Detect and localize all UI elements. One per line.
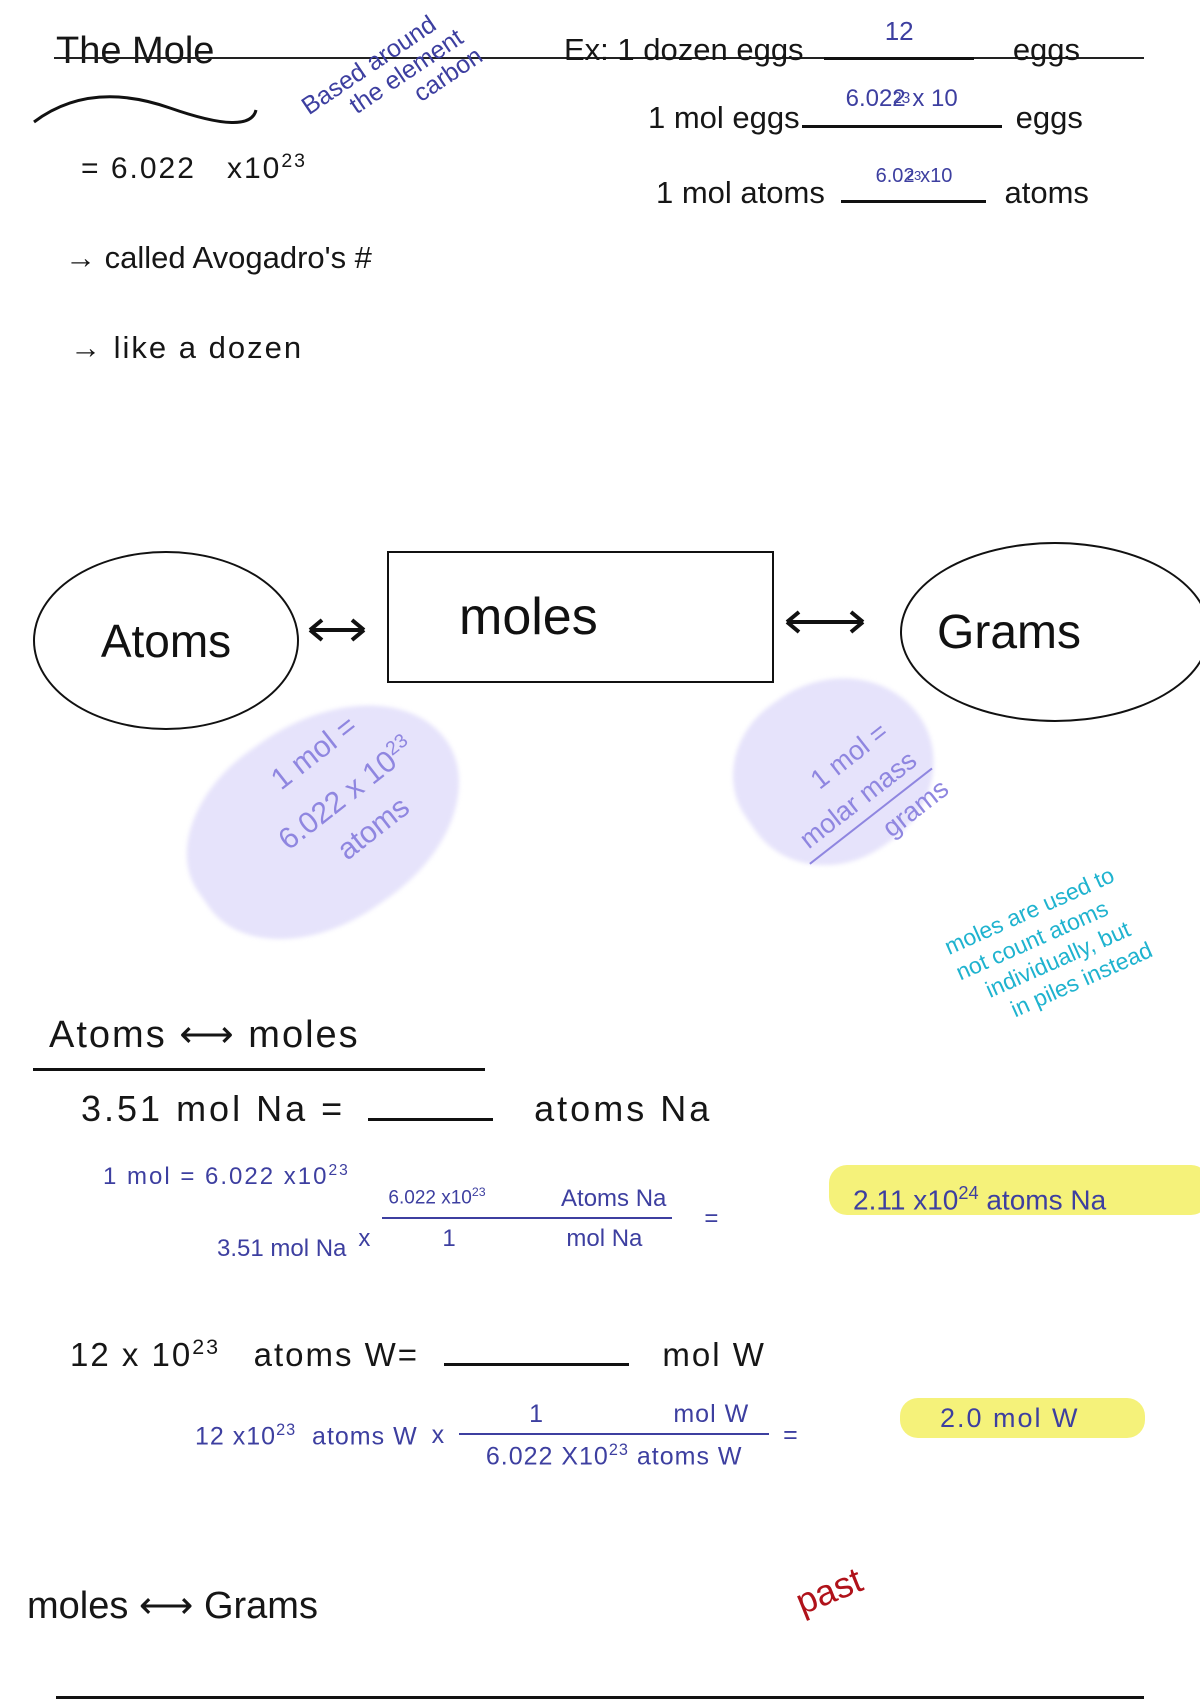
moles-box: moles (387, 551, 774, 683)
times-sign: x (358, 1225, 371, 1252)
problem-w: 12 x 1023 atoms W= mol W (70, 1335, 766, 1374)
example-left: Ex: 1 dozen eggs (564, 32, 804, 67)
given-relation: 1 mol = 6.022 x1023 (103, 1162, 350, 1191)
example-exponent: 23 (892, 90, 911, 107)
answer-na: 2.11 x1024 atoms Na (829, 1165, 1200, 1215)
avogadro-value: = 6.022 x1023 (81, 150, 307, 186)
equals-sign: = (783, 1421, 799, 1450)
atoms-label: Atoms (100, 614, 232, 667)
carbon-note: Based around the element carbon (258, 0, 488, 163)
bottom-rule (56, 1696, 1144, 1699)
answer-exponent: 24 (958, 1183, 979, 1203)
answer-w: 2.0 mol W (900, 1398, 1145, 1438)
tilde-mark (33, 95, 258, 124)
problem-exponent: 23 (192, 1335, 221, 1359)
example-exponent: 23 (906, 168, 922, 184)
double-arrow-icon (308, 618, 366, 642)
example-answer: 12 (884, 16, 914, 46)
answer-value: 2.11 x10 (853, 1184, 959, 1216)
problem-left: 12 x 10 (70, 1336, 193, 1373)
problem-left: 3.51 mol Na = (81, 1088, 346, 1129)
mantissa: = 6.022 (81, 152, 196, 185)
answer-unit: atoms Na (986, 1184, 1107, 1216)
grams-circle: Grams (900, 542, 1200, 722)
num-unit: Atoms Na (561, 1185, 667, 1212)
equals-sign: = (704, 1205, 719, 1232)
given-text: 1 mol = 6.022 x10 (103, 1163, 329, 1190)
section-heading-atoms-moles: Atoms ⟷ moles (49, 1014, 360, 1056)
moles-label: moles (459, 588, 598, 646)
work-start: 12 x1023 atoms W (195, 1420, 418, 1450)
example-answer: 6.02 x10 (875, 165, 953, 187)
bullet-avogadro: → called Avogadro's # (65, 240, 372, 275)
moles-purpose-note: moles are used to not count atoms indivi… (940, 859, 1157, 1037)
exponent: 23 (281, 150, 308, 172)
section-underline (33, 1068, 485, 1071)
example-answer: 6.022 x 10 (845, 85, 958, 112)
given-exponent: 23 (328, 1162, 350, 1179)
work-w: 12 x1023 atoms W x 1 mol W 6.022 X1023 at… (195, 1400, 799, 1471)
num-unit: mol W (673, 1400, 750, 1428)
double-arrow-icon (785, 610, 865, 634)
example-right: eggs (1015, 100, 1083, 135)
header-strike-line (54, 57, 1144, 59)
page-title: The Mole (56, 30, 215, 72)
work-start: 3.51 mol Na (217, 1235, 347, 1262)
example-dozen: Ex: 1 dozen eggs 12 eggs (564, 16, 1081, 68)
times-sign: x (431, 1421, 446, 1450)
example-left: 1 mol eggs (648, 100, 800, 135)
section-heading-moles-grams: moles ⟷ Grams (27, 1585, 318, 1627)
denominator: 6.022 X1023 atoms W (485, 1441, 743, 1471)
num-value: 6.022 x1023 (388, 1185, 486, 1209)
den-value: 1 (442, 1225, 456, 1252)
conversion-fraction: 1 mol W 6.022 X1023 atoms W (459, 1400, 770, 1471)
work-na: 3.51 mol Na x 6.022 x1023 Atoms Na 1 mol N… (217, 1175, 718, 1263)
problem-na: 3.51 mol Na = atoms Na (81, 1088, 712, 1130)
times: x10 (226, 152, 282, 185)
example-left: 1 mol atoms (656, 175, 825, 210)
bullet-dozen: → like a dozen (70, 330, 304, 365)
red-note: past (789, 1558, 869, 1623)
num-value: 1 (529, 1400, 545, 1428)
problem-right: atoms Na (534, 1088, 713, 1129)
conversion-fraction: 6.022 x1023 Atoms Na 1 mol Na (382, 1185, 673, 1253)
example-right: atoms (1004, 175, 1089, 210)
problem-right: mol W (662, 1336, 766, 1373)
problem-mid: atoms W= (253, 1336, 420, 1373)
atoms-circle: Atoms (33, 551, 299, 730)
example-right: eggs (1012, 32, 1081, 67)
den-unit: mol Na (566, 1225, 643, 1252)
grams-label: Grams (937, 605, 1081, 659)
